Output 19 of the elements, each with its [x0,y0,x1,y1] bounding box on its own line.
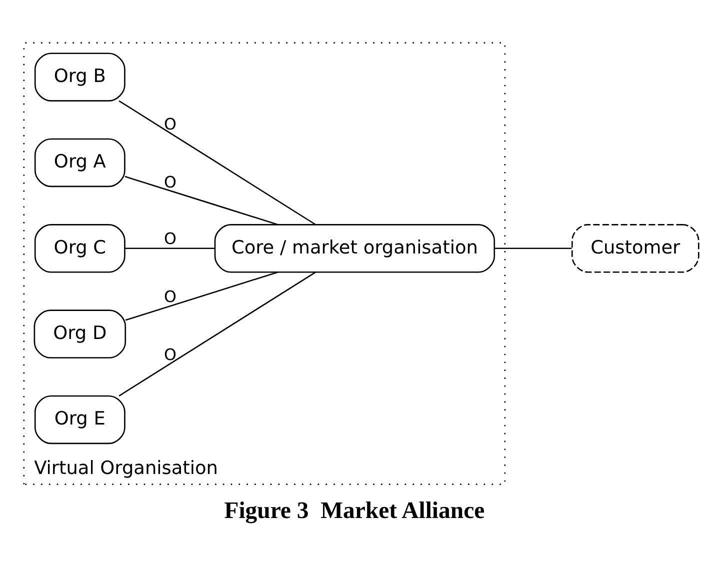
node-box: Org A [34,138,126,187]
connector [124,247,215,249]
node-box: Customer [571,224,700,272]
edge-label: O [164,114,176,133]
node-box: Core / market organisation [214,224,496,272]
connector [118,271,316,396]
edge-label: O [164,286,176,306]
edge-label: O [164,344,176,364]
node-box: Org B [34,52,126,101]
edge-label: O [164,228,176,248]
connector [494,247,572,249]
connector [125,271,278,320]
caption: Figure 3 Market Alliance [224,497,485,524]
node-box: Org C [34,224,126,272]
connector [118,100,316,225]
node-box: Org E [34,394,126,444]
edge-label: O [164,172,176,191]
node-box: Org D [34,309,126,358]
connector [124,175,278,225]
